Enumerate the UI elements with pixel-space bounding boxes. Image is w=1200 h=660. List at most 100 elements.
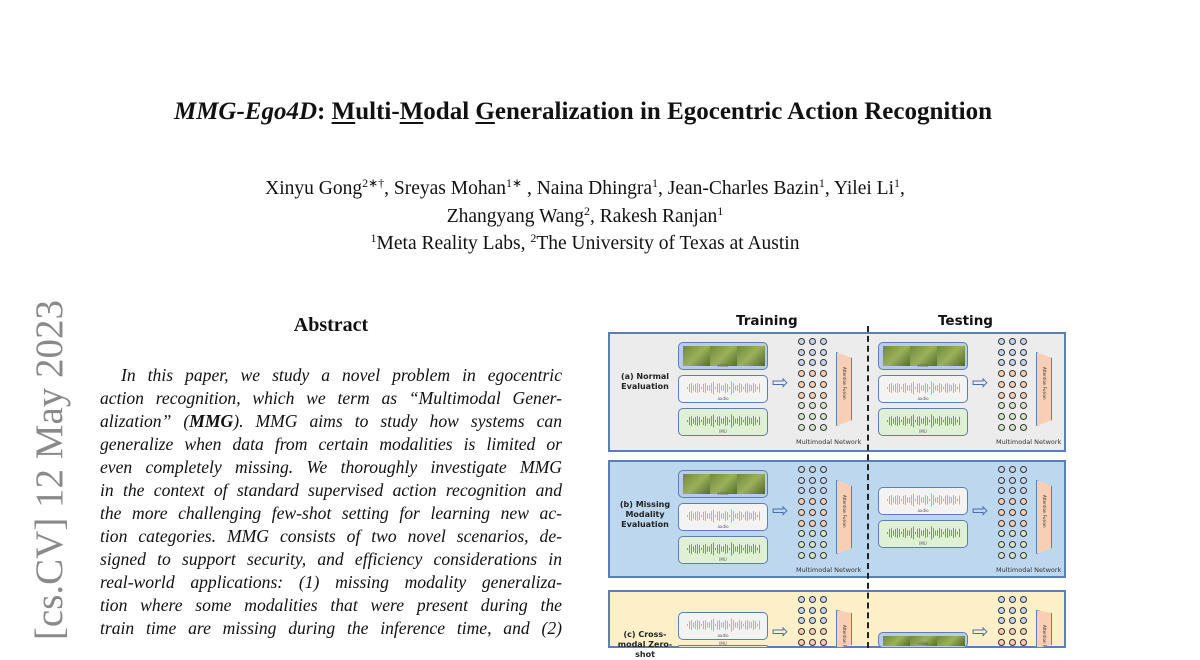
network-node bbox=[820, 540, 827, 548]
network-node bbox=[1020, 476, 1027, 484]
network-node bbox=[1020, 423, 1027, 431]
text-segment: , Yilei Li bbox=[824, 178, 895, 199]
text-segment: , Rakesh Ranjan bbox=[589, 206, 718, 227]
network-node bbox=[1020, 519, 1027, 527]
network-node bbox=[798, 402, 805, 410]
paper-title: MMG-Ego4D: Multi-Modal Generalization in… bbox=[0, 98, 1166, 126]
network-node bbox=[820, 370, 827, 378]
network-node bbox=[798, 530, 805, 538]
network-node bbox=[1009, 628, 1016, 636]
network-node bbox=[998, 423, 1005, 431]
fusion-label: Attention Fusion bbox=[842, 495, 847, 528]
abstract-heading: Abstract bbox=[293, 314, 369, 336]
network-node bbox=[820, 498, 827, 506]
network-node bbox=[1020, 606, 1027, 614]
text-segment: Xinyu Gong bbox=[265, 178, 363, 199]
network-node bbox=[798, 551, 805, 559]
network-node bbox=[820, 519, 827, 527]
modality-label: IMU bbox=[719, 557, 727, 562]
text-segment: , bbox=[900, 178, 905, 199]
modality-box-video: video bbox=[878, 342, 968, 370]
text-segment: tion categories. MMG consists of two nov… bbox=[100, 526, 562, 546]
network-node bbox=[809, 423, 816, 431]
network-node bbox=[1009, 412, 1016, 420]
network-node bbox=[809, 519, 816, 527]
network-node bbox=[809, 596, 816, 603]
network-node bbox=[798, 487, 805, 495]
network-node bbox=[1020, 402, 1027, 410]
text-segment: In this paper, we study a novel problem … bbox=[121, 365, 562, 385]
audio-waveform bbox=[687, 508, 760, 524]
video-frame bbox=[710, 474, 738, 494]
abstract-line: signed to support security, and efficien… bbox=[100, 548, 562, 570]
network-node bbox=[1009, 380, 1016, 388]
abstract-line: tion where some modalities that were pre… bbox=[100, 594, 562, 616]
figure-training-header: Training bbox=[736, 313, 798, 329]
network-node bbox=[998, 402, 1005, 410]
modality-box-imu: IMU bbox=[678, 408, 768, 436]
divider-dashed-line bbox=[867, 326, 869, 648]
attention-fusion-block: Attention Fusion bbox=[1036, 480, 1052, 554]
text-segment: in the context of standard supervised ac… bbox=[100, 480, 562, 500]
network-node bbox=[1009, 359, 1016, 367]
arxiv-stamp: [cs.CV] 12 May 2023 bbox=[28, 299, 71, 641]
network-node bbox=[1020, 530, 1027, 538]
network-node bbox=[1009, 508, 1016, 516]
network-node bbox=[820, 596, 827, 603]
abstract-line: In this paper, we study a novel problem … bbox=[121, 364, 562, 386]
attention-fusion-block: Attention Fusion bbox=[1036, 352, 1052, 426]
arrow-icon: ⇨ bbox=[772, 498, 789, 522]
superscript: 1 bbox=[818, 176, 825, 190]
network-node bbox=[809, 370, 816, 378]
video-frame bbox=[737, 474, 765, 494]
network-node bbox=[809, 348, 816, 356]
panel-label: (a) Normal Evaluation bbox=[620, 372, 670, 391]
network-node bbox=[820, 423, 827, 431]
network-node bbox=[1009, 402, 1016, 410]
network-node bbox=[1009, 519, 1016, 527]
superscript: 1 bbox=[717, 204, 724, 218]
superscript: 2∗† bbox=[362, 176, 385, 190]
network-label: Multimodal Network bbox=[796, 566, 862, 574]
modality-label: video bbox=[917, 363, 929, 368]
network-node bbox=[998, 338, 1005, 345]
network-node bbox=[998, 476, 1005, 484]
network-node bbox=[998, 466, 1005, 473]
audio-waveform bbox=[687, 380, 760, 396]
network-node bbox=[998, 540, 1005, 548]
network-node bbox=[798, 338, 805, 345]
network-node bbox=[1020, 370, 1027, 378]
text-segment: real-world applications: (1) missing mod… bbox=[100, 572, 562, 592]
audio-waveform bbox=[887, 492, 960, 508]
network-node bbox=[820, 402, 827, 410]
network-node bbox=[1020, 412, 1027, 420]
network-node bbox=[798, 638, 805, 646]
network-node bbox=[798, 606, 805, 614]
network-node bbox=[1009, 638, 1016, 646]
author-line-1: Xinyu Gong2∗†, Sreyas Mohan1∗ , Naina Dh… bbox=[0, 176, 1170, 200]
abstract-line: train time are missing during the infere… bbox=[100, 617, 562, 639]
network-node bbox=[998, 370, 1005, 378]
arrow-icon: ⇨ bbox=[772, 619, 789, 643]
network-node bbox=[1009, 596, 1016, 603]
video-frame bbox=[883, 636, 911, 646]
audio-waveform bbox=[687, 617, 760, 633]
modality-box-audio: audio bbox=[678, 612, 768, 640]
modality-label: IMU bbox=[919, 541, 927, 546]
network-node bbox=[809, 466, 816, 473]
attention-fusion-block: Attention Fusion bbox=[836, 352, 852, 426]
network-node bbox=[820, 466, 827, 473]
network-node bbox=[809, 338, 816, 345]
superscript: 1 bbox=[652, 176, 659, 190]
text-segment: action recognition, which we term as “Mu… bbox=[100, 388, 562, 408]
network-node bbox=[820, 359, 827, 367]
network-node bbox=[809, 476, 816, 484]
network-node bbox=[1020, 551, 1027, 559]
network-node bbox=[809, 606, 816, 614]
video-frame bbox=[737, 346, 765, 366]
network-label: Multimodal Network bbox=[996, 438, 1062, 446]
network-node bbox=[798, 380, 805, 388]
abstract-line: in the context of standard supervised ac… bbox=[100, 479, 562, 501]
network-node bbox=[820, 348, 827, 356]
abstract-line: action recognition, which we term as “Mu… bbox=[100, 387, 562, 409]
